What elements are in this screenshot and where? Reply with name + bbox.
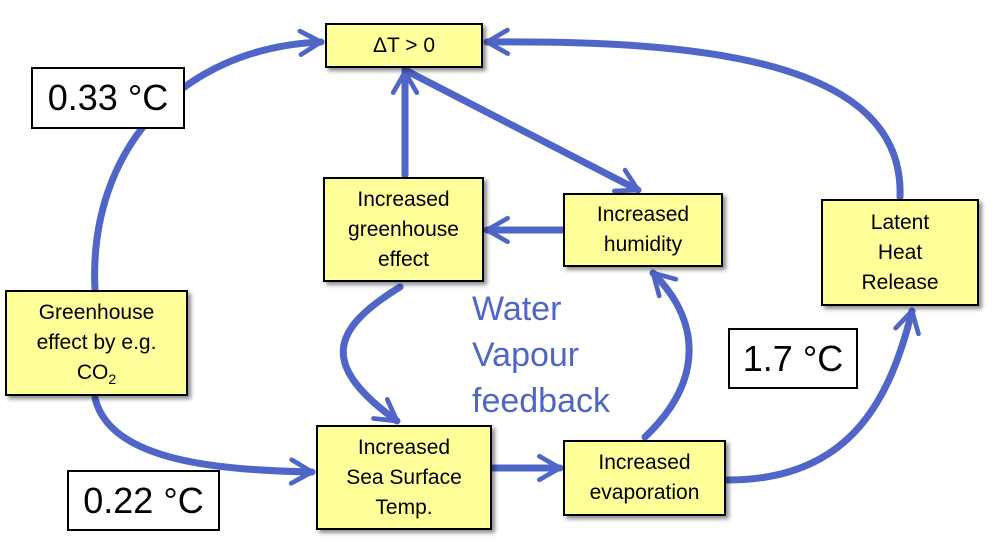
co2-box: Greenhouse effect by e.g. CO2: [5, 290, 188, 396]
evaporation-box: Increased evaporation: [563, 440, 726, 516]
arrow-deltat-to-humidity: [401, 66, 642, 194]
arrow-co2-to-sst: [91, 394, 316, 486]
arrow-evaporation-to-humidity: [641, 269, 693, 441]
label-line2: Vapour: [472, 336, 580, 374]
value-033: 0.33 °C: [31, 67, 185, 129]
co2-text: Greenhouse effect by e.g. CO: [36, 301, 157, 384]
value-022: 0.22 °C: [67, 470, 220, 531]
humidity-box: Increased humidity: [563, 193, 723, 267]
greenhouse-effect-box: Increased greenhouse effect: [323, 177, 484, 282]
arrow-greenhouse-to-sst: [339, 283, 404, 425]
co2-subscript: 2: [108, 371, 117, 388]
latent-heat-box: Latent Heat Release: [821, 199, 979, 306]
sst-box: Increased Sea Surface Temp.: [316, 425, 492, 530]
label-line1: Water: [472, 290, 562, 328]
label-line3: feedback: [472, 382, 610, 420]
water-vapour-feedback-label: Water Vapour feedback: [472, 286, 610, 424]
arrow-latent-to-deltat: [483, 27, 904, 201]
arrow-evaporation-to-latent: [724, 307, 921, 484]
value-17: 1.7 °C: [728, 328, 858, 389]
delta-t-box: ΔT > 0: [325, 23, 483, 68]
